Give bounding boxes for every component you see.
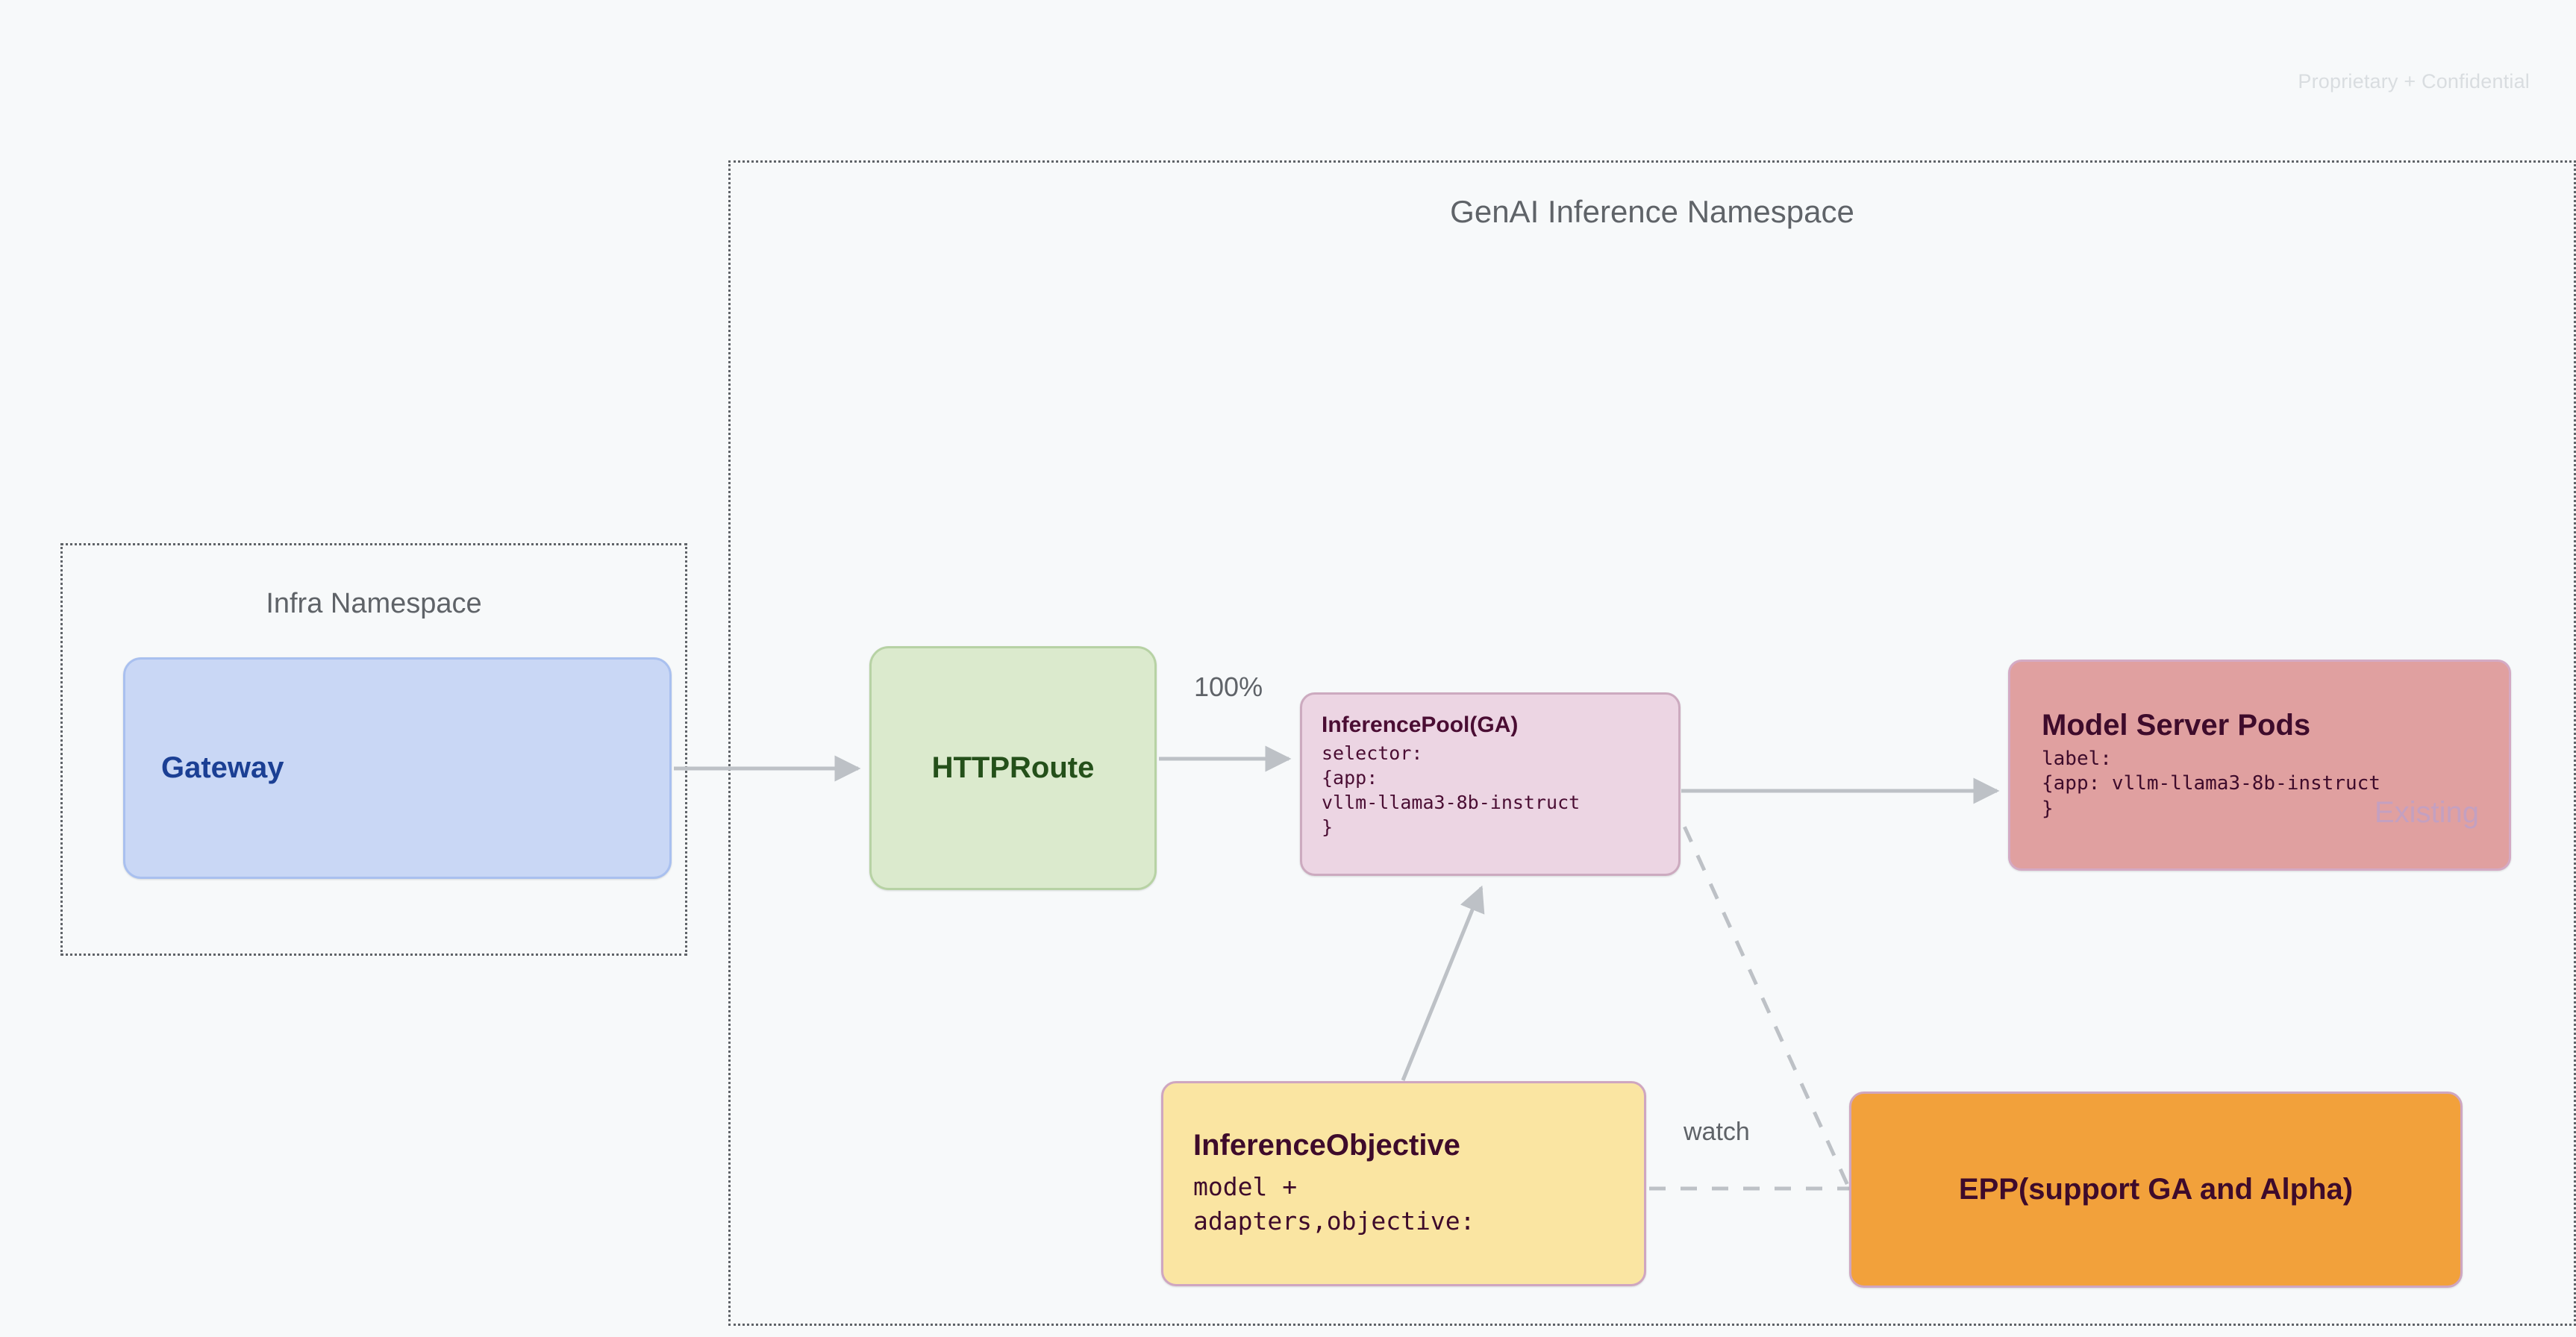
node-httproute-title: HTTPRoute	[931, 751, 1095, 784]
node-gateway-title: Gateway	[161, 751, 284, 784]
node-model-server-pods-title: Model Server Pods	[2042, 709, 2311, 742]
node-model-server-pods[interactable]: Model Server Pods label: {app: vllm-llam…	[2008, 660, 2511, 871]
genai-namespace-container: GenAI Inference Namespace	[728, 160, 2576, 1326]
edge-label-watch: watch	[1684, 1118, 1750, 1146]
node-gateway[interactable]: Gateway	[123, 657, 672, 879]
node-epp[interactable]: EPP(support GA and Alpha)	[1849, 1092, 2463, 1288]
node-inference-objective-spec: model + adapters,objective:	[1193, 1172, 1475, 1236]
node-inferencepool-title: InferencePool(GA)	[1322, 713, 1519, 737]
confidential-watermark: Proprietary + Confidential	[2298, 70, 2530, 93]
node-model-server-pods-label: label: {app: vllm-llama3-8b-instruct }	[2042, 748, 2380, 820]
node-inferencepool[interactable]: InferencePool(GA) selector: {app: vllm-l…	[1300, 692, 1681, 876]
node-httproute[interactable]: HTTPRoute	[869, 646, 1157, 890]
edge-label-traffic-weight: 100%	[1194, 671, 1263, 702]
infra-namespace-title: Infra Namespace	[266, 588, 482, 619]
node-epp-title: EPP(support GA and Alpha)	[1958, 1173, 2354, 1206]
node-inference-objective[interactable]: InferenceObjective model + adapters,obje…	[1161, 1081, 1646, 1286]
node-inference-objective-title: InferenceObjective	[1193, 1129, 1460, 1162]
infra-namespace-container: Infra Namespace	[60, 543, 687, 956]
genai-namespace-title: GenAI Inference Namespace	[1450, 194, 1854, 229]
node-inferencepool-selector: selector: {app: vllm-llama3-8b-instruct …	[1322, 742, 1581, 838]
existing-badge: Existing	[2374, 796, 2479, 829]
